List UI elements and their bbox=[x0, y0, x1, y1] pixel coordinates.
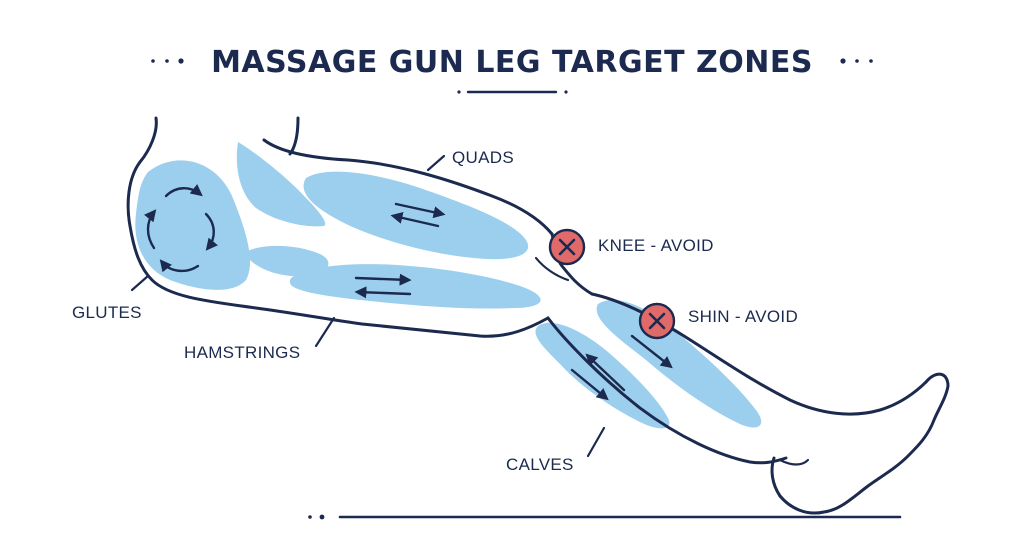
zones bbox=[135, 142, 762, 429]
title-group: MASSAGE GUN LEG TARGET ZONES bbox=[151, 45, 873, 94]
calves-arrow-up bbox=[585, 353, 626, 392]
glutes-arrow-3 bbox=[159, 259, 200, 273]
underline-dot-left bbox=[457, 90, 461, 94]
quads-label: QUADS bbox=[452, 148, 514, 167]
heel-outline bbox=[770, 456, 782, 498]
ground-dot-1 bbox=[308, 515, 312, 519]
mid-thigh-zone bbox=[247, 245, 329, 277]
knee-fold bbox=[534, 256, 570, 282]
ground-dot-2 bbox=[319, 514, 325, 520]
shin-avoid-marker bbox=[638, 302, 676, 340]
glutes-arrow-4 bbox=[144, 209, 157, 250]
waist-line bbox=[288, 116, 300, 156]
shin-label: SHIN - AVOID bbox=[688, 307, 798, 326]
motion-arrows bbox=[144, 184, 673, 401]
quads-arrow-forward bbox=[394, 202, 446, 219]
hamstrings-arrow-back bbox=[354, 286, 412, 299]
title-dot-left-1 bbox=[151, 59, 155, 63]
title-dot-left-3 bbox=[178, 58, 184, 64]
knee-label: KNEE - AVOID bbox=[598, 236, 714, 255]
quads-arrow-back bbox=[390, 212, 440, 228]
glutes-arrow-2 bbox=[204, 212, 218, 251]
underline-dot-right bbox=[564, 90, 568, 94]
title-dot-right-3 bbox=[869, 59, 873, 63]
page-title: MASSAGE GUN LEG TARGET ZONES bbox=[211, 45, 813, 80]
ankle-crease bbox=[778, 458, 810, 466]
leader-lines bbox=[130, 154, 606, 458]
hamstrings-zone bbox=[289, 264, 541, 309]
title-dot-right-1 bbox=[840, 58, 846, 64]
hamstrings-label: HAMSTRINGS bbox=[184, 343, 300, 362]
glutes-label: GLUTES bbox=[72, 303, 142, 322]
hamstrings-leader bbox=[314, 316, 336, 348]
calves-arrow-down bbox=[570, 368, 609, 401]
calves-label: CALVES bbox=[506, 455, 574, 474]
upper-thigh-zone bbox=[236, 142, 326, 227]
glutes-leader bbox=[130, 274, 150, 292]
knee-avoid-marker bbox=[548, 228, 586, 266]
shin-zone bbox=[596, 300, 762, 428]
hamstrings-arrow-forward bbox=[354, 273, 412, 286]
title-dot-left-2 bbox=[165, 59, 169, 63]
toe-outline bbox=[778, 372, 950, 515]
x-mark bbox=[648, 312, 666, 330]
glutes-zone bbox=[135, 160, 251, 290]
calves-leader bbox=[586, 426, 606, 458]
thigh-top-outline bbox=[262, 138, 554, 236]
title-dot-right-2 bbox=[855, 59, 859, 63]
glutes-arrow-1 bbox=[164, 184, 203, 198]
calf-back-outline bbox=[546, 316, 788, 465]
quads-leader bbox=[426, 154, 446, 172]
ground bbox=[308, 514, 902, 520]
x-mark bbox=[558, 238, 576, 256]
shin-arrow bbox=[630, 334, 673, 369]
quads-zone bbox=[303, 171, 529, 260]
back-outline bbox=[126, 116, 550, 338]
